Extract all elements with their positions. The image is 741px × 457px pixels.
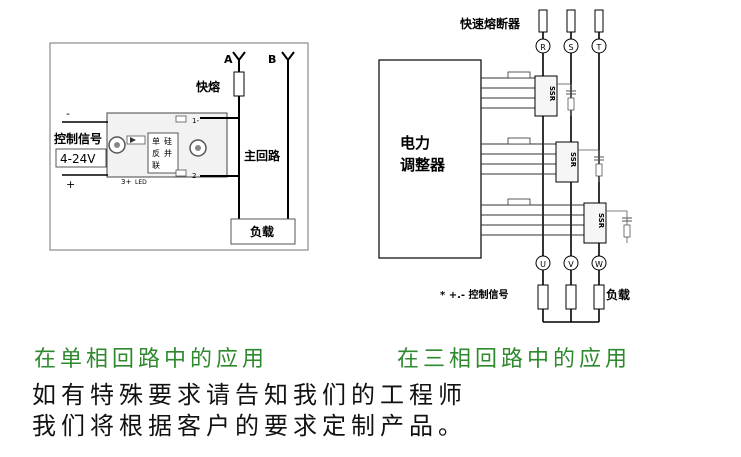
signal-resistor-icon [507,198,531,206]
ssr-text-4: 并 [164,148,172,158]
phase-terminal-icon [563,38,579,54]
caption-three-phase: 在三相回路中的应用 [397,347,632,372]
fuse-icon [538,9,548,33]
phase-label-top: S [568,43,573,52]
main-loop-label: 主回路 [244,148,281,163]
phase-terminal-icon [535,38,551,54]
voltage-box [55,148,107,168]
terminal-b-icon [281,51,295,62]
phase-label-bottom: V [568,260,574,269]
phase-label-top: R [540,43,546,52]
load-label-3p: 负载 [606,287,630,302]
three-phase-diagram: 快速熔断器 R U S V T W 电力 调整器 SSR SSR SSR * +.- 控制信号… [378,9,632,323]
single-phase-diagram: A B 快熔 单 硅 反 并 联 3+ LED 1- 2 [49,42,309,251]
ssr-label: SSR [597,213,605,229]
ssr-terminal-2: 2 [192,172,196,180]
load-box [230,218,296,245]
load-label: 负载 [250,224,274,239]
control-signal-label: 控制信号 [54,131,102,146]
ssr-label: SSR [548,86,556,102]
regulator-label-2: 调整器 [400,156,446,174]
phase-label-bottom: U [540,260,546,269]
phase-terminal-icon [591,38,607,54]
ssr-inner-box [147,132,179,174]
control-minus: - [66,107,70,120]
ssr-led-label: LED [135,179,147,186]
load-resistor-icon [565,284,577,310]
wire-ssr-to-load [200,175,240,219]
fuse-icon [594,9,604,33]
load-resistor-icon [537,284,549,310]
ssr-units: SSR SSR SSR [481,71,632,244]
ssr-box [583,202,607,244]
fuse-icon [233,71,245,97]
control-signal-label-3p: * +.- 控制信号 [440,288,509,301]
ssr-text-2: 硅 [164,136,172,146]
phase-terminal-icon [563,255,579,271]
phase-label-top: T [596,43,602,52]
load-resistor-icon [593,284,605,310]
label-b: B [268,53,276,66]
terminal-a-icon [232,51,246,62]
caption-single-phase: 在单相回路中的应用 [34,347,269,372]
ssr-unit: SSR [481,71,576,117]
ssr-text-3: 反 [152,148,160,158]
ssr-label: SSR [569,152,577,168]
ssr-terminal-3: 3+ [121,178,131,186]
single-phase-frame [49,42,309,251]
signal-resistor-icon [507,137,531,145]
snubber-resistor-icon [567,97,575,111]
phase-terminal-icon [535,255,551,271]
phase-label-bottom: W [595,260,603,269]
fuse-label: 快熔 [196,79,221,94]
label-a: A [224,53,233,66]
voltage-label: 4-24V [60,152,96,166]
fast-fuse-label: 快速熔断器 [460,16,521,31]
fuse-icon [566,9,576,33]
caption-line-1: 如有特殊要求请告知我们的工程师 [32,381,467,409]
ssr-unit: SSR [481,137,604,183]
regulator-label-1: 电力 [400,134,430,152]
ssr-text-1: 单 [152,136,160,146]
ssr-text-5: 联 [152,161,160,170]
ssr-box [534,75,558,117]
ssr-unit: SSR [481,198,632,244]
control-plus: + [66,178,75,191]
snubber-resistor-icon [623,224,631,238]
signal-resistor-icon [507,71,531,79]
ssr-box [555,141,579,183]
phase-terminal-icon [591,255,607,271]
caption-line-2: 我们将根据客户的要求定制产品。 [32,412,467,440]
power-regulator-box [378,59,482,259]
snubber-resistor-icon [595,163,603,177]
ssr-terminal-1: 1- [192,117,199,125]
